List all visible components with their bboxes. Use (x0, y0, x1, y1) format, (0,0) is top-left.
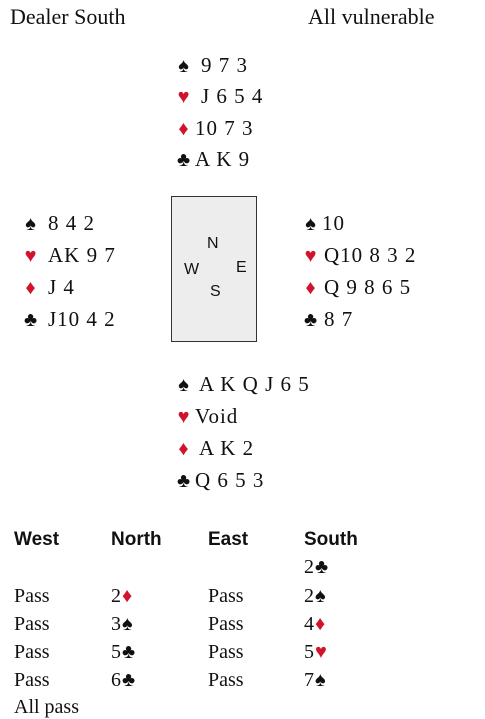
spade-icon: ♠ (315, 585, 326, 607)
club-icon: ♣ (176, 470, 192, 492)
heart-icon: ♥ (315, 641, 327, 663)
east-diamonds: ♦Q 9 8 6 5 (300, 273, 411, 301)
club-icon: ♣ (23, 309, 39, 331)
auction-bid: 2♣ (304, 556, 329, 578)
compass-west: W (184, 261, 200, 278)
spade-icon: ♠ (178, 55, 190, 77)
heart-icon: ♥ (177, 406, 191, 428)
north-spades: ♠9 7 3 (173, 51, 248, 79)
auction-bid: Pass (208, 585, 244, 607)
diamond-icon: ♦ (178, 118, 190, 140)
spade-icon: ♠ (315, 669, 326, 691)
heart-icon: ♥ (304, 245, 318, 267)
auction-bid: 6♣ (111, 669, 136, 691)
auction-header-west: West (14, 529, 60, 550)
auction-bid: Pass (208, 613, 244, 635)
compass-east: E (236, 259, 247, 276)
auction-bid: Pass (14, 585, 50, 607)
diamond-icon: ♦ (122, 585, 133, 607)
auction-bid: 2♠ (304, 585, 326, 607)
east-hearts: ♥Q10 8 3 2 (300, 241, 416, 269)
auction-bid: 5♥ (304, 641, 327, 663)
compass-south: S (210, 283, 221, 300)
north-hearts: ♥J 6 5 4 (173, 82, 263, 110)
south-diamonds: ♦A K 2 (173, 434, 254, 462)
auction-bid: Pass (14, 669, 50, 691)
auction-bid: Pass (208, 669, 244, 691)
east-spades: ♠10 (300, 209, 345, 237)
west-spades: ♠8 4 2 (20, 209, 95, 237)
west-diamonds: ♦J 4 (20, 273, 75, 301)
auction-header-north: North (111, 529, 162, 550)
auction-header-south: South (304, 529, 358, 550)
auction-header-east: East (208, 529, 249, 550)
heart-icon: ♥ (24, 245, 38, 267)
auction-final: All pass (14, 696, 79, 718)
auction-bid: Pass (14, 613, 50, 635)
club-icon: ♣ (122, 669, 136, 691)
diamond-icon: ♦ (305, 277, 317, 299)
spade-icon: ♠ (305, 213, 317, 235)
auction-bid: 3♠ (111, 613, 133, 635)
south-clubs: ♣Q 6 5 3 (173, 466, 264, 494)
north-diamonds: ♦10 7 3 (173, 114, 254, 142)
compass-box: N W E S (171, 196, 257, 342)
compass-north: N (207, 235, 219, 252)
auction-bid: 4♦ (304, 613, 326, 635)
auction-bid: Pass (208, 641, 244, 663)
auction-bid: 7♠ (304, 669, 326, 691)
west-hearts: ♥AK 9 7 (20, 241, 116, 269)
club-icon: ♣ (122, 641, 136, 663)
club-icon: ♣ (315, 556, 329, 578)
diamond-icon: ♦ (25, 277, 37, 299)
auction-bid: Pass (14, 641, 50, 663)
auction-bid: 5♣ (111, 641, 136, 663)
diamond-icon: ♦ (178, 438, 190, 460)
vulnerability-label: All vulnerable (308, 4, 435, 29)
club-icon: ♣ (176, 149, 192, 171)
south-hearts: ♥Void (173, 402, 238, 430)
auction-bid: 2♦ (111, 585, 133, 607)
west-clubs: ♣J10 4 2 (20, 305, 116, 333)
dealer-label: Dealer South (10, 4, 126, 29)
diamond-icon: ♦ (315, 613, 326, 635)
spade-icon: ♠ (122, 613, 133, 635)
club-icon: ♣ (303, 309, 319, 331)
heart-icon: ♥ (177, 86, 191, 108)
north-clubs: ♣A K 9 (173, 145, 250, 173)
spade-icon: ♠ (25, 213, 37, 235)
east-clubs: ♣8 7 (300, 305, 353, 333)
south-spades: ♠A K Q J 6 5 (173, 370, 310, 398)
spade-icon: ♠ (178, 374, 190, 396)
